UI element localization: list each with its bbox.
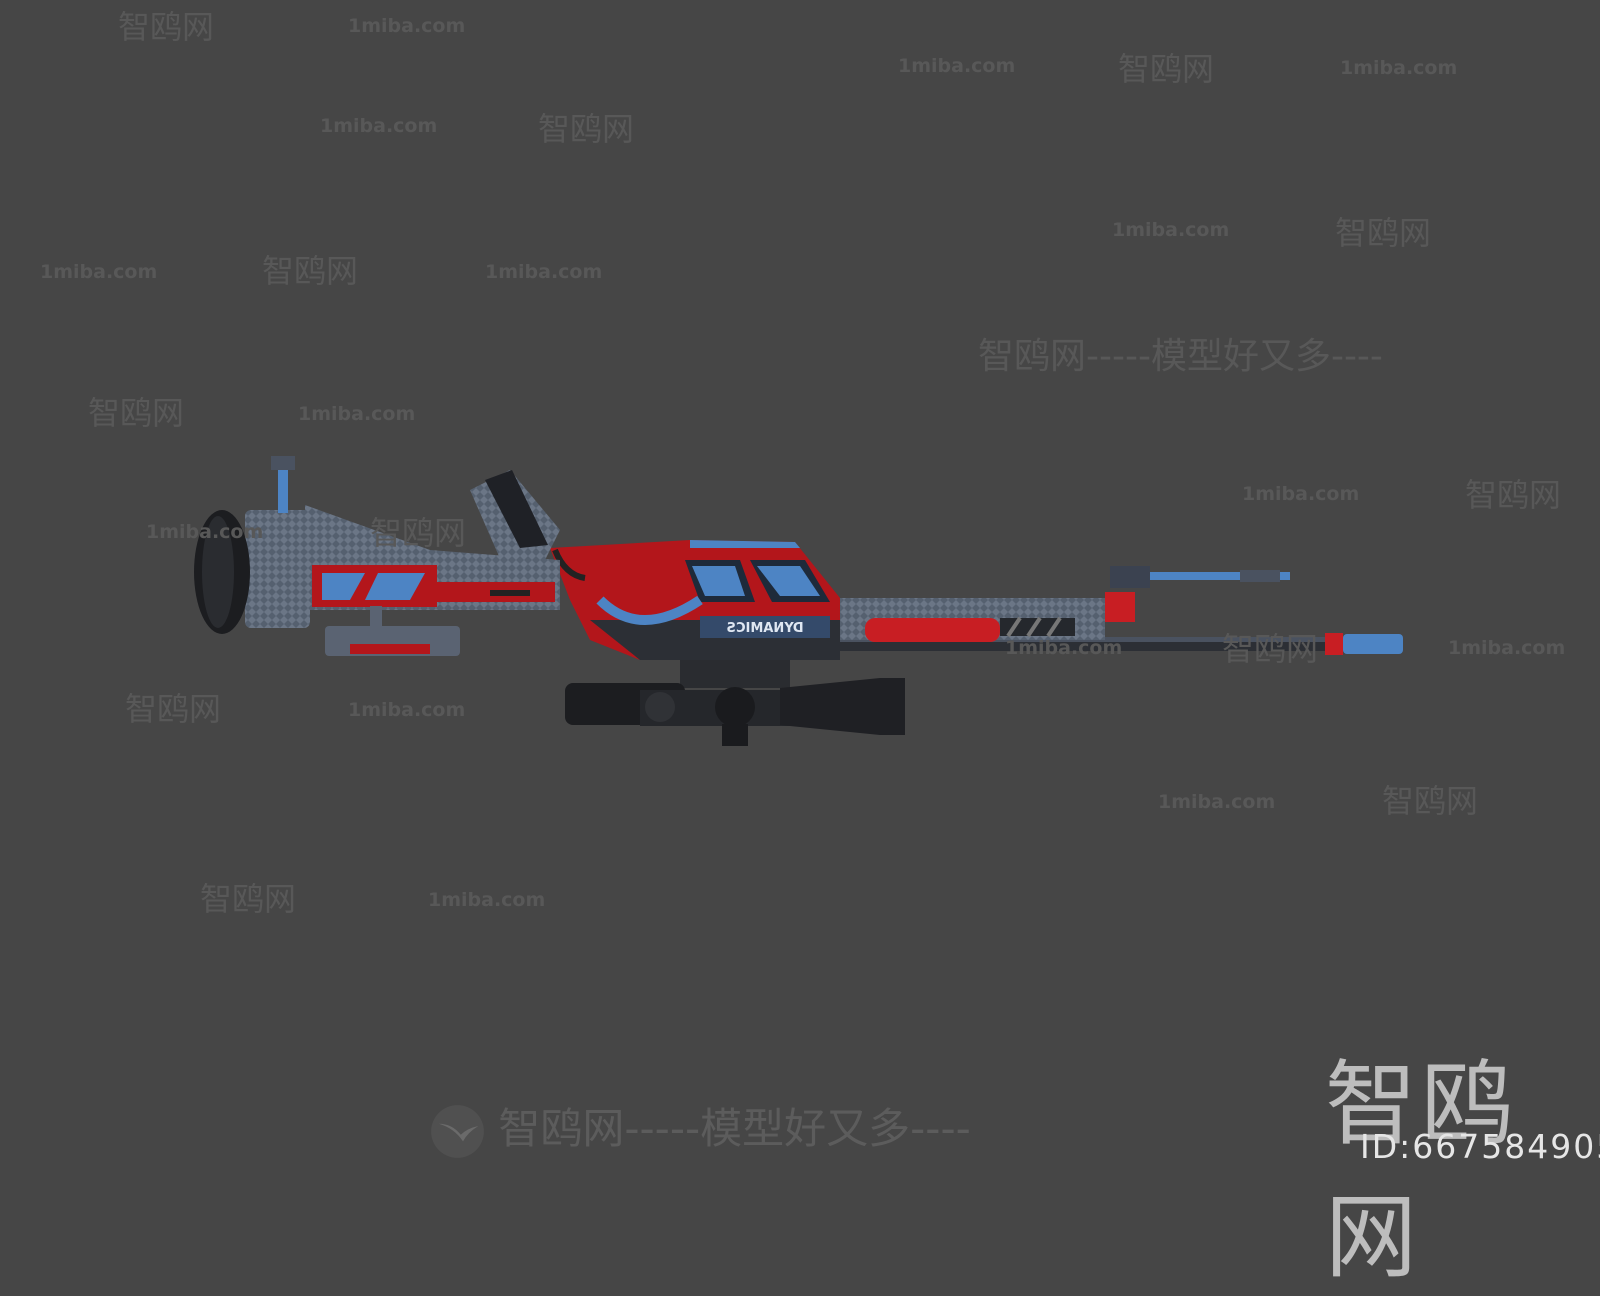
- watermark-url: 1miba.com: [348, 699, 465, 721]
- watermark-url: 1miba.com: [348, 15, 465, 37]
- watermark-text: 智鸥网: [125, 690, 221, 728]
- watermark-url: 1miba.com: [40, 261, 157, 283]
- rifle-scope: [565, 660, 905, 746]
- watermark-url: 1miba.com: [428, 889, 545, 911]
- watermark-text: 智鸥网: [1335, 214, 1431, 252]
- pistol-grip: [470, 470, 586, 581]
- watermark-url: 1miba.com: [1242, 483, 1359, 505]
- watermark-text: 智鸥网: [538, 110, 634, 148]
- watermark-url: 1miba.com: [320, 115, 437, 137]
- model-id-label: ID:667584905: [1360, 1127, 1600, 1166]
- receiver: DYNAMICS: [550, 540, 840, 660]
- watermark-text: 智鸥网: [1118, 50, 1214, 88]
- watermark-text: 智鸥网: [262, 252, 358, 290]
- watermark-text: 智鸥网: [200, 880, 296, 918]
- watermark-url: 1miba.com: [298, 403, 415, 425]
- watermark-text: 智鸥网: [1465, 476, 1561, 514]
- watermark-url: 1miba.com: [1158, 791, 1275, 813]
- watermark-url: 1miba.com: [1340, 57, 1457, 79]
- watermark-text: 智鸥网: [1382, 782, 1478, 820]
- bottom-watermark-slogan: 智鸥网-----模型好又多----: [498, 1104, 971, 1153]
- dynamics-decal: DYNAMICS: [726, 621, 803, 636]
- handguard: [840, 598, 1105, 642]
- sniper-rifle-model: DYNAMICS: [194, 456, 1403, 746]
- bottom-watermark: 智鸥网-----模型好又多----: [430, 1095, 971, 1159]
- rifle-stock: [305, 505, 560, 656]
- watermark-url: 1miba.com: [485, 261, 602, 283]
- butt-pad: [194, 456, 310, 634]
- bird-logo-icon: [431, 1105, 484, 1158]
- watermark-url: 1miba.com: [1005, 637, 1122, 659]
- watermark-layer: 智鸥网 1miba.com 1miba.com 智鸥网 1miba.com 1m…: [40, 8, 1565, 918]
- watermark-url: 1miba.com: [1112, 219, 1229, 241]
- upper-rail-rod: [1105, 566, 1290, 622]
- watermark-text: 智鸥网: [88, 394, 184, 432]
- watermark-text: 智鸥网: [370, 514, 466, 552]
- watermark-slogan: 智鸥网-----模型好又多----: [978, 336, 1383, 377]
- watermark-url: 1miba.com: [898, 55, 1015, 77]
- watermark-text: 智鸥网: [118, 8, 214, 46]
- rifle-render-canvas: DYNAMICS: [40, 8, 1565, 918]
- watermark-text: 智鸥网: [1222, 630, 1318, 668]
- watermark-url: 1miba.com: [146, 521, 263, 543]
- watermark-url: 1miba.com: [1448, 637, 1565, 659]
